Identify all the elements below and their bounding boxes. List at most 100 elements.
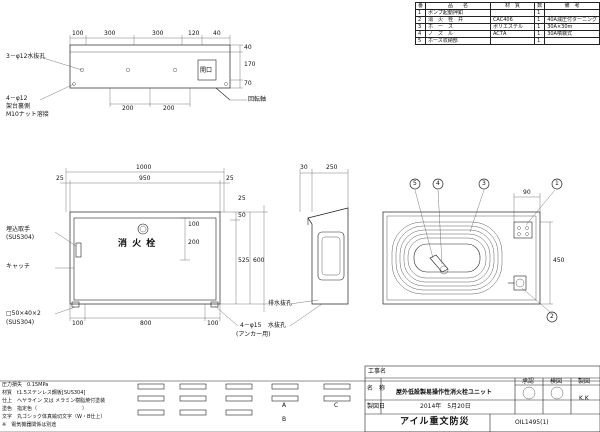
- drain-label: 排水抜孔: [268, 300, 293, 307]
- callout-circles: [409, 178, 563, 323]
- front-dim-50: 50: [238, 212, 246, 219]
- cabinet-title: 消 火 栓: [118, 239, 157, 249]
- check-initials: K.K: [579, 395, 589, 402]
- bom-cell: CAC406: [489, 16, 536, 24]
- bom-cell: 2: [414, 16, 427, 24]
- front-dim-200-inner: 200: [188, 239, 200, 246]
- bom-cell: ホ ー ス: [425, 23, 491, 31]
- top-dim-120: 120: [188, 30, 200, 37]
- bom-header-qty: 数: [534, 2, 546, 10]
- right-dim-70: 70: [244, 80, 252, 87]
- plate-label: □50×40×2: [6, 310, 41, 317]
- mark-c: C: [334, 402, 339, 409]
- callout-2: 2: [550, 313, 554, 320]
- mark-a: A: [282, 402, 287, 409]
- bolt-note-2: 架台裏側: [6, 103, 31, 110]
- front-dim-525: 525: [238, 257, 250, 264]
- bom-cell: 1: [534, 23, 546, 31]
- front-dim-1000: 1000: [136, 164, 152, 171]
- drawing-number: OIL1495(1): [515, 419, 549, 426]
- bom-cell: [544, 9, 600, 17]
- date-label: 製図日: [367, 403, 386, 410]
- front-dim-25-right: 25: [226, 175, 234, 182]
- date-value: 2014年 5月20日: [420, 403, 471, 410]
- side-dim-250: 250: [326, 164, 338, 171]
- bom-cell: 5: [414, 37, 427, 45]
- bom-cell: [544, 37, 600, 45]
- draw-label: 製図: [578, 378, 591, 385]
- top-dim-100: 100: [72, 30, 84, 37]
- bom-header-no: 番: [414, 2, 427, 10]
- bom-row: 3 ホ ー ス ポリエステル 1 30A×30m: [414, 23, 600, 31]
- interior-view-geometry: [382, 189, 556, 313]
- bom-row: 5 ホース収納部 1: [414, 37, 600, 45]
- bom-cell: 40A減圧付ターニング: [544, 16, 600, 24]
- callout-5: 5: [413, 180, 417, 187]
- name-label: 名 称: [367, 385, 386, 392]
- bom-cell: ポンプ起動押釦: [425, 9, 491, 17]
- top-dim-300a: 300: [104, 30, 116, 37]
- bom-cell: ホース収納部: [425, 37, 491, 45]
- bom-row: 2 消 火 栓 弁 CAC406 1 40A減圧付ターニング: [414, 16, 600, 24]
- callout-4: 4: [436, 180, 440, 187]
- bom-cell: 1: [414, 9, 427, 17]
- bom-cell: [489, 9, 536, 17]
- bom-cell: AC7A: [489, 30, 536, 38]
- bom-cell: 1: [534, 37, 546, 45]
- front-dim-100-bl: 100: [72, 320, 84, 327]
- side-view-geometry: [289, 169, 349, 327]
- bom-cell: 30A×30m: [544, 23, 600, 31]
- interior-dim-90: 90: [523, 189, 531, 196]
- anchor-note: 4－φ15: [240, 322, 262, 329]
- anchor-sub: (アンカー用): [236, 331, 271, 338]
- front-dim-950: 950: [139, 175, 151, 182]
- bom-header-row: 番 品 名 材 質 数 備 考: [414, 2, 600, 10]
- front-dim-600: 600: [253, 257, 265, 264]
- bom-cell: 消 火 栓 弁: [425, 16, 491, 24]
- front-dim-800: 800: [140, 320, 152, 327]
- interior-dim-450: 450: [553, 257, 565, 264]
- right-dim-170: 170: [244, 61, 256, 68]
- water-hole-label: 水抜孔: [268, 322, 287, 329]
- top-dim-40: 40: [213, 30, 221, 37]
- note-line: 塗色 指定色（ ）: [2, 406, 88, 412]
- bottom-block-frames: [0, 365, 600, 432]
- bom-header-name: 品 名: [425, 2, 491, 10]
- note-line: 材質 t1.5ステンレス鋼板[SUS304]: [2, 390, 86, 396]
- note-line: ※ 電気機器関係は別途: [2, 422, 57, 428]
- bom-header-note: 備 考: [544, 2, 600, 10]
- bom-cell: 4: [414, 30, 427, 38]
- right-dim-40: 40: [244, 44, 252, 51]
- drain-hole-note: 3－φ12水抜孔: [6, 53, 46, 60]
- plate-material: (SUS304): [6, 319, 35, 326]
- company-name: アイル重文防災: [400, 417, 470, 427]
- note-line: 文字 丸ゴシック体真鍮切文字（W・B仕上）: [2, 414, 106, 420]
- top-dim-300b: 300: [152, 30, 164, 37]
- top-view-geometry: [39, 35, 247, 107]
- front-view-geometry: [54, 168, 268, 327]
- bill-of-materials: 番 品 名 材 質 数 備 考 1 ポンプ起動押釦 1 2 消 火 栓 弁 CA…: [414, 2, 600, 45]
- callout-3: 3: [482, 180, 486, 187]
- bom-row: 4 ノ ズ ル AC7A 1 30A噴霧式: [414, 30, 600, 38]
- callout-1: 1: [555, 180, 559, 187]
- bom-cell: ポリエステル: [489, 23, 536, 31]
- catch-label: キャッチ: [6, 263, 31, 270]
- hinge-label: 回転軸: [248, 96, 267, 103]
- mark-b: B: [282, 416, 287, 423]
- bom-header-material: 材 質: [489, 2, 536, 10]
- front-dim-25-left: 25: [56, 175, 64, 182]
- front-dim-100-inner: 100: [188, 221, 200, 228]
- top-dim-200a: 200: [122, 105, 134, 112]
- check-label: 検図: [550, 378, 563, 385]
- bolt-note: 4－φ12: [6, 95, 28, 102]
- top-dim-200b: 200: [163, 105, 175, 112]
- embed-handle-label: 埋込取手: [6, 226, 31, 233]
- note-line: 圧力損失 0.15MPa: [2, 382, 49, 388]
- door-opening-label: 開口: [200, 67, 213, 74]
- bom-cell: 1: [534, 30, 546, 38]
- bom-cell: ノ ズ ル: [425, 30, 491, 38]
- bom-cell: 30A噴霧式: [544, 30, 600, 38]
- note-line: 仕上 ヘヤライン 又は メラミン樹脂焼付塗装: [2, 398, 106, 404]
